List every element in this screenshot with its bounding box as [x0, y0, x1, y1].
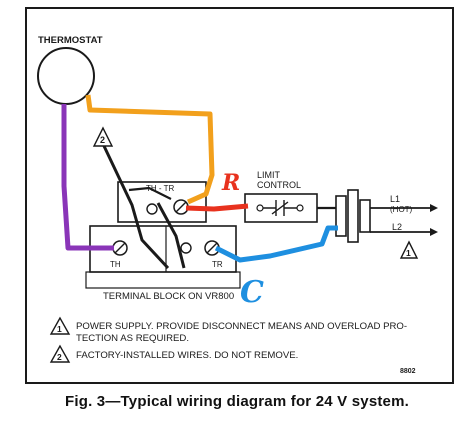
- red-wire: [185, 203, 249, 212]
- note-1-line1: POWER SUPPLY. PROVIDE DISCONNECT MEANS A…: [76, 321, 407, 332]
- factory-wire-2: [156, 202, 186, 269]
- l2-arrow: [430, 228, 438, 236]
- marker-1-label: 1: [406, 248, 411, 258]
- handwritten-r: R: [221, 170, 240, 196]
- limit-control-label-line1: LIMIT: [257, 170, 281, 180]
- handwritten-c: C: [240, 275, 264, 310]
- th-label: TH: [110, 260, 121, 269]
- terminal-block-base: [85, 271, 241, 289]
- note-2-marker: 2: [57, 352, 62, 362]
- tr-screw-small: [180, 242, 192, 254]
- note-1-line2: TECTION AS REQUIRED.: [76, 333, 189, 344]
- th-tr-label: TH - TR: [146, 184, 175, 193]
- limit-control-label-line2: CONTROL: [257, 180, 301, 190]
- connector-middle: [347, 189, 359, 243]
- connector-left: [335, 195, 347, 237]
- note-1-triangle: [49, 316, 71, 335]
- marker-2-triangle: [92, 126, 114, 147]
- blue-wire: [214, 225, 338, 263]
- factory-wire-1: [102, 145, 170, 270]
- l2-label: L2: [392, 222, 402, 232]
- l1-arrow: [430, 204, 438, 212]
- l1-hot-label: (HOT): [390, 205, 413, 214]
- l1-label: L1: [390, 194, 400, 204]
- tr-label: TR: [212, 260, 223, 269]
- diagram-border: [25, 7, 454, 384]
- terminal-block-label: TERMINAL BLOCK ON VR800: [103, 291, 234, 302]
- note-2-line1: FACTORY-INSTALLED WIRES. DO NOT REMOVE.: [76, 350, 298, 361]
- orange-wire: [85, 94, 215, 205]
- thermostat-label: THERMOSTAT: [38, 35, 103, 46]
- note-1-marker: 1: [57, 324, 62, 334]
- note-2-triangle: [49, 344, 71, 363]
- figure-caption: Fig. 3—Typical wiring diagram for 24 V s…: [64, 393, 410, 410]
- part-code: 8802: [400, 368, 416, 375]
- limit-switch-symbol: [263, 200, 297, 216]
- connector-right: [359, 199, 371, 233]
- marker-1-triangle: [399, 240, 419, 259]
- marker-2-label: 2: [100, 135, 105, 145]
- purple-wire: [61, 104, 114, 251]
- th-tr-screw-left: [146, 203, 158, 215]
